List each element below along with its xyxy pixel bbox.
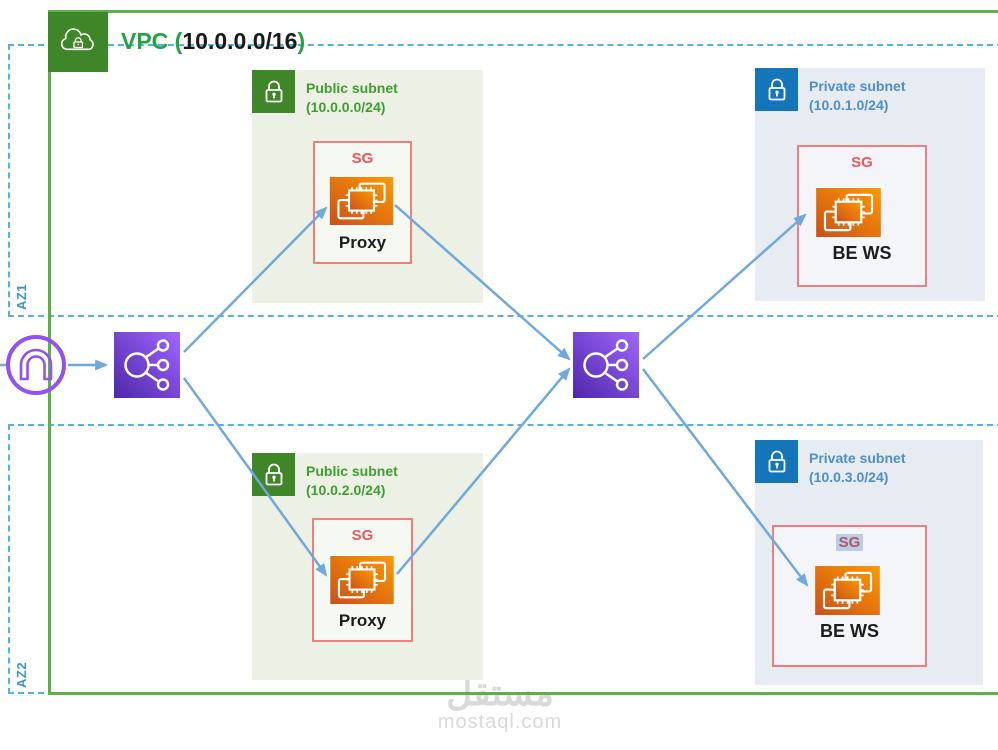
- sg-label: SG: [851, 154, 873, 171]
- load-balancer-icon-internal: [573, 332, 639, 398]
- private-subnet-lock-icon: [755, 440, 798, 483]
- vpc-paren-open: (: [168, 28, 183, 54]
- instance-label-bews-az2: BE WS: [819, 621, 879, 641]
- ec2-instance-icon-proxy-az2: [330, 556, 394, 604]
- vpc-label: VPC: [121, 28, 169, 54]
- load-balancer-icon-front: [114, 332, 180, 398]
- subnet-type: Private subnet: [809, 450, 906, 466]
- private-subnet-lock-icon: [755, 68, 798, 111]
- vpc-paren-close: ): [297, 28, 306, 54]
- instance-label-proxy-az2: Proxy: [338, 611, 387, 630]
- ec2-instance-icon-bews-az1: [816, 188, 881, 237]
- subnet-type: Public subnet: [306, 80, 398, 96]
- ec2-instance-icon-proxy-az1: [329, 177, 394, 225]
- subnet-title: Public subnet (10.0.0.0/24): [306, 79, 398, 117]
- instance-label-bews-az1: BE WS: [832, 243, 892, 263]
- subnet-title: Public subnet (10.0.2.0/24): [306, 462, 398, 500]
- subnet-title: Private subnet (10.0.1.0/24): [809, 77, 905, 115]
- az2-label: AZ2: [14, 661, 29, 688]
- subnet-cidr: (10.0.3.0/24): [809, 469, 889, 485]
- subnet-cidr: (10.0.0.0/24): [306, 99, 386, 115]
- vpc-cloud-lock-icon: [48, 12, 108, 72]
- watermark-domain: mostaql.com: [437, 711, 563, 733]
- subnet-cidr: (10.0.2.0/24): [306, 482, 386, 498]
- vpc-boundary: [48, 10, 998, 695]
- subnet-type: Private subnet: [809, 78, 906, 94]
- subnet-title: Private subnet (10.0.3.0/24): [809, 449, 905, 487]
- az1-label: AZ1: [14, 283, 29, 310]
- instance-label-proxy-az1: Proxy: [338, 233, 387, 252]
- subnet-cidr: (10.0.1.0/24): [809, 97, 889, 113]
- ec2-instance-icon-bews-az2: [815, 566, 880, 615]
- public-subnet-lock-icon: [252, 70, 295, 113]
- client-gateway-icon: [6, 335, 66, 395]
- public-subnet-lock-icon: [252, 453, 295, 496]
- sg-label: SG: [835, 534, 864, 551]
- subnet-type: Public subnet: [306, 463, 398, 479]
- sg-label: SG: [351, 527, 374, 544]
- vpc-cidr: 10.0.0.0/16: [182, 28, 298, 54]
- vpc-title: VPC (10.0.0.0/16): [121, 28, 305, 55]
- sg-label: SG: [351, 150, 374, 167]
